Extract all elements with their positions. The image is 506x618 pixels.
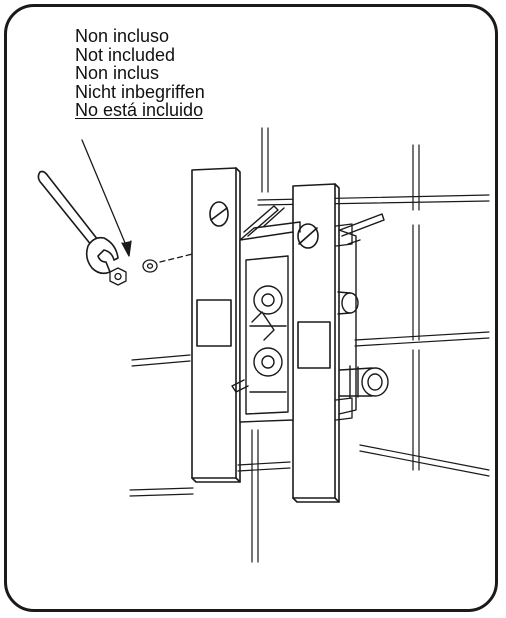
mounting-rods	[243, 205, 385, 245]
not-included-labels: Non incluso Not included Non inclus Nich…	[75, 27, 275, 120]
nut-icon	[109, 267, 127, 286]
outlet-fittings	[337, 291, 389, 399]
label-german: Nicht inbegriffen	[75, 81, 205, 102]
label-italian: Non incluso	[75, 26, 170, 46]
label-spanish: No está incluido	[75, 100, 204, 120]
washer-icon	[142, 259, 158, 273]
leader-arrow	[121, 240, 132, 257]
wall-tiles	[129, 127, 490, 563]
valve-body	[231, 221, 357, 423]
wrench-icon	[37, 170, 119, 275]
bar-clamps	[335, 223, 353, 421]
leader-line	[81, 139, 129, 251]
label-english: Not included	[75, 44, 176, 65]
rounded-frame	[4, 4, 498, 612]
left-support-bar	[191, 167, 241, 483]
right-support-bar	[292, 183, 340, 503]
label-french: Non inclus	[75, 63, 160, 83]
